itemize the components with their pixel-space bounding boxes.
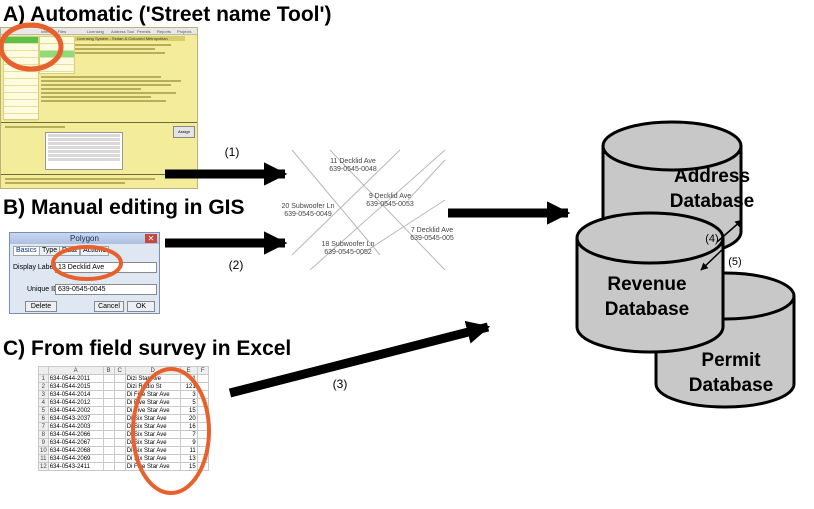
- map-id: 639-0545-0048: [329, 166, 377, 173]
- map-labels: 11 Decklid Ave 639-0545-0048 9 Decklid A…: [282, 158, 454, 256]
- heading-manual-editing: B) Manual editing in GIS: [3, 196, 245, 219]
- tool-file-listbox[interactable]: [45, 132, 123, 170]
- arrow-label-2: (2): [229, 258, 244, 272]
- parcel-map: [291, 149, 446, 271]
- highlight-ring-display-label: [51, 245, 123, 281]
- heading-field-survey: C) From field survey in Excel: [3, 337, 292, 360]
- map-id: 639-0545-0052: [324, 249, 372, 256]
- map-address: 11 Decklid Ave: [330, 158, 376, 165]
- excel-header-row: A B C D E F: [38, 366, 209, 375]
- address-database-label: Database: [670, 191, 755, 212]
- unique-id-field[interactable]: 639-0545-0045: [55, 284, 157, 295]
- arrow-label-1: (1): [225, 145, 240, 159]
- close-icon[interactable]: ✕: [145, 234, 157, 243]
- tool-title-bar: [75, 36, 185, 41]
- arrow-3: [228, 320, 491, 398]
- cancel-button[interactable]: Cancel: [94, 301, 124, 312]
- map-address: 20 Subwoofer Ln: [282, 203, 335, 210]
- assign-button[interactable]: Assign: [173, 126, 195, 138]
- polygon-dialog: Polygon ✕ Basics Type Data Actions Displ…: [9, 232, 160, 314]
- arrow-label-5: (5): [728, 256, 741, 268]
- polygon-dialog-title: Polygon: [10, 233, 159, 244]
- tool-tab: Licensing: [87, 29, 104, 34]
- revenue-database-label: Database: [605, 299, 690, 320]
- ok-button[interactable]: OK: [127, 301, 155, 312]
- permit-database-label: Database: [689, 375, 774, 396]
- delete-button[interactable]: Delete: [25, 301, 57, 312]
- address-database-label: Address: [674, 166, 750, 187]
- map-address: 7 Decklid Ave: [411, 227, 453, 234]
- display-label-caption: Display Label: [13, 264, 56, 271]
- arrow-label-3: (3): [333, 377, 348, 391]
- unique-id-caption: Unique ID: [27, 286, 59, 293]
- map-address: 9 Decklid Ave: [369, 193, 411, 200]
- tool-tab: Reports: [157, 29, 172, 34]
- tool-tab: Address Tool: [111, 29, 135, 34]
- arrow-5: [700, 247, 725, 271]
- heading-automatic: A) Automatic ('Street name Tool'): [3, 3, 332, 26]
- highlight-ring-excel-columns: [131, 367, 211, 495]
- map-id: 639-0545-0053: [366, 201, 414, 208]
- arrow-label-4: (4): [705, 233, 718, 245]
- permit-database-label: Permit: [701, 350, 761, 371]
- tool-tab: Permits: [137, 29, 151, 34]
- street-name-tool-screenshot: Interface Files Licensing Address Tool P…: [0, 27, 198, 189]
- tool-tab: Projects: [177, 29, 192, 34]
- tool-heading: Licensing System - Sedan & Coloured Metr…: [77, 36, 168, 41]
- revenue-database-label: Revenue: [607, 274, 686, 295]
- highlight-ring-tool-menu: [0, 22, 64, 72]
- tool-sidebar-menu: [3, 36, 39, 121]
- arrow-4: [716, 219, 743, 243]
- revenue-database-cylinder: [575, 211, 725, 354]
- map-id: 639-0545-0049: [284, 211, 332, 218]
- map-id: 639-0545-005: [410, 235, 454, 242]
- map-address: 18 Subwoofer Ln: [322, 241, 375, 248]
